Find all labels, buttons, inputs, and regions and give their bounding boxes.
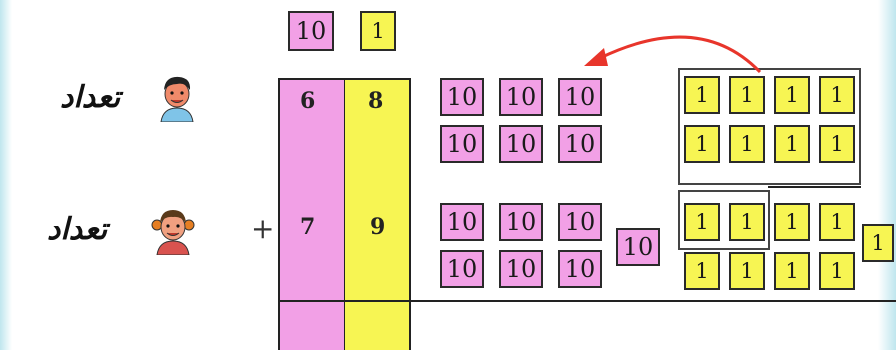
- table-left-border: [278, 78, 280, 350]
- one-tile: 1: [819, 76, 855, 114]
- table-right-border: [409, 78, 411, 350]
- one-tile: 1: [819, 203, 855, 241]
- one-tile: 1: [684, 252, 720, 290]
- one-tile: 1: [729, 125, 765, 163]
- one-tile: 1: [774, 203, 810, 241]
- ten-tile: 10: [558, 250, 602, 288]
- ten-tile: 10: [499, 203, 543, 241]
- tens-header-tile: 10: [288, 11, 334, 51]
- ten-tile: 10: [440, 78, 484, 116]
- ten-tile: 10: [499, 125, 543, 163]
- ten-tile: 10: [558, 125, 602, 163]
- row2-tens-digit: 7: [300, 214, 315, 240]
- ten-tile: 10: [499, 78, 543, 116]
- one-tile: 1: [684, 76, 720, 114]
- ten-tile: 10: [440, 125, 484, 163]
- right-edge-tint: [878, 0, 896, 350]
- regrouped-ten-tile: 10: [616, 228, 660, 266]
- one-tile: 1: [729, 203, 765, 241]
- row2-label: تعداد: [47, 212, 107, 247]
- group-connector-line: [768, 186, 861, 188]
- boy-icon: [155, 72, 199, 122]
- one-tile: 1: [729, 252, 765, 290]
- row1-tens-digit: 6: [300, 88, 315, 114]
- table-column-divider: [344, 78, 345, 350]
- left-edge-tint: [0, 0, 12, 350]
- one-tile: 1: [862, 224, 894, 262]
- one-tile: 1: [774, 125, 810, 163]
- ten-tile: 10: [558, 203, 602, 241]
- one-tile: 1: [774, 252, 810, 290]
- row1-label: تعداد: [60, 80, 120, 115]
- one-tile: 1: [819, 125, 855, 163]
- one-tile: 1: [684, 125, 720, 163]
- ten-tile: 10: [440, 250, 484, 288]
- one-tile: 1: [819, 252, 855, 290]
- sum-line: [278, 300, 896, 302]
- one-tile: 1: [774, 76, 810, 114]
- plus-sign: +: [251, 212, 274, 245]
- ten-tile: 10: [440, 203, 484, 241]
- regroup-arrow-icon: [570, 20, 770, 80]
- row1-ones-digit: 8: [368, 88, 383, 114]
- ten-tile: 10: [499, 250, 543, 288]
- ones-header-tile: 1: [360, 11, 396, 51]
- girl-icon: [151, 205, 195, 255]
- one-tile: 1: [684, 203, 720, 241]
- one-tile: 1: [729, 76, 765, 114]
- ten-tile: 10: [558, 78, 602, 116]
- row2-ones-digit: 9: [370, 214, 385, 240]
